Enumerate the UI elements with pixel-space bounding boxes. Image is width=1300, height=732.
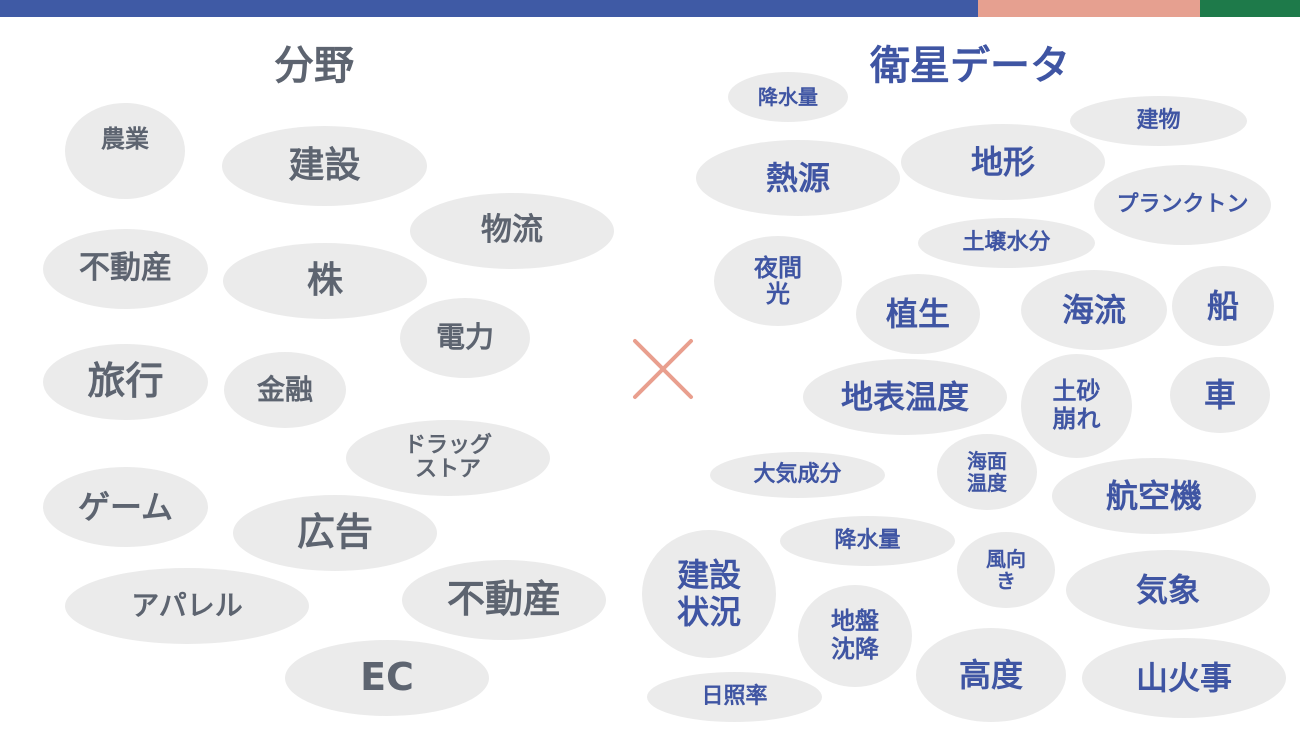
field-bubble: 株 — [223, 243, 427, 319]
field-label: 農業 — [101, 125, 149, 154]
field-label: 建設 — [288, 145, 361, 187]
field-bubble: 電力 — [400, 298, 530, 378]
satellite-data-label: 建設状況 — [676, 556, 741, 631]
field-bubble: 農業 — [65, 103, 185, 199]
field-label: ゲーム — [77, 487, 174, 526]
field-label: 物流 — [481, 212, 543, 249]
satellite-data-bubble: 高度 — [916, 628, 1066, 722]
field-label: アパレル — [131, 588, 243, 622]
satellite-data-bubble: 海面温度 — [937, 434, 1037, 510]
field-label: 株 — [306, 260, 343, 302]
satellite-data-label: 地盤沈降 — [831, 607, 879, 663]
satellite-data-label: 降水量 — [834, 528, 901, 554]
field-label: 金融 — [256, 372, 313, 406]
satellite-data-label: 海流 — [1061, 290, 1126, 329]
satellite-data-bubble: 車 — [1170, 357, 1270, 433]
top-bar-blue — [0, 0, 978, 17]
satellite-data-bubble: 海流 — [1021, 270, 1167, 350]
field-bubble: ドラッグストア — [346, 420, 550, 496]
satellite-data-label: 土壌水分 — [962, 230, 1051, 256]
right-title: 衛星データ — [870, 43, 1070, 89]
satellite-data-bubble: 建物 — [1070, 96, 1247, 146]
satellite-data-bubble: 地表温度 — [803, 359, 1007, 435]
satellite-data-label: 地形 — [970, 142, 1035, 181]
field-label: 不動産 — [446, 577, 561, 622]
satellite-data-label: 山火事 — [1135, 658, 1232, 697]
satellite-data-label: 車 — [1203, 375, 1236, 414]
satellite-data-label: 海面温度 — [967, 449, 1007, 495]
satellite-data-label: 土砂崩れ — [1052, 377, 1101, 433]
satellite-data-bubble: 山火事 — [1082, 638, 1286, 718]
satellite-data-label: 大気成分 — [753, 462, 842, 488]
satellite-data-bubble: 植生 — [856, 274, 980, 354]
satellite-data-bubble: 航空機 — [1052, 458, 1256, 534]
satellite-data-label: 高度 — [958, 655, 1023, 694]
field-label: 旅行 — [87, 359, 164, 404]
field-label: 電力 — [435, 320, 494, 355]
satellite-data-label: 気象 — [1135, 570, 1200, 609]
field-bubble: EC — [285, 640, 489, 716]
satellite-data-label: 風向き — [986, 547, 1026, 593]
field-bubble: 建設 — [222, 126, 427, 206]
satellite-data-bubble: 降水量 — [728, 72, 848, 122]
satellite-data-label: プランクトン — [1116, 192, 1249, 218]
satellite-data-bubble: 風向き — [957, 532, 1055, 608]
top-bar-green — [1200, 0, 1300, 17]
field-bubble: 不動産 — [402, 560, 606, 640]
satellite-data-label: 船 — [1206, 286, 1239, 325]
satellite-data-label: 日照率 — [701, 684, 768, 710]
satellite-data-label: 航空機 — [1105, 476, 1202, 515]
field-label: 広告 — [296, 510, 373, 555]
field-bubble: 旅行 — [43, 344, 208, 420]
satellite-data-bubble: 降水量 — [780, 516, 955, 566]
satellite-data-bubble: 地盤沈降 — [798, 585, 912, 687]
field-bubble: 物流 — [410, 193, 614, 269]
field-label: ドラッグストア — [403, 432, 492, 482]
field-label: EC — [360, 655, 414, 700]
satellite-data-bubble: 大気成分 — [710, 452, 885, 498]
satellite-data-bubble: 夜間光 — [714, 236, 842, 326]
satellite-data-bubble: 建設状況 — [642, 530, 776, 658]
satellite-data-bubble: 地形 — [901, 124, 1105, 200]
satellite-data-label: 建物 — [1136, 108, 1181, 134]
satellite-data-bubble: プランクトン — [1094, 165, 1271, 245]
field-label: 不動産 — [79, 250, 172, 287]
satellite-data-label: 夜間光 — [754, 253, 802, 308]
field-bubble: 金融 — [224, 352, 346, 428]
field-bubble: ゲーム — [43, 467, 208, 547]
satellite-data-label: 降水量 — [758, 84, 818, 109]
satellite-data-label: 植生 — [885, 294, 950, 333]
satellite-data-bubble: 土砂崩れ — [1021, 354, 1132, 458]
satellite-data-bubble: 熱源 — [696, 140, 900, 216]
left-title: 分野 — [274, 43, 354, 89]
satellite-data-bubble: 船 — [1172, 266, 1274, 346]
multiply-icon — [633, 339, 693, 399]
field-bubble: 不動産 — [43, 229, 208, 309]
satellite-data-bubble: 土壌水分 — [918, 218, 1095, 268]
satellite-data-label: 熱源 — [765, 158, 830, 197]
field-bubble: アパレル — [65, 568, 309, 644]
field-bubble: 広告 — [233, 495, 437, 571]
satellite-data-bubble: 気象 — [1066, 550, 1270, 630]
satellite-data-label: 地表温度 — [840, 377, 969, 416]
satellite-data-bubble: 日照率 — [647, 672, 822, 722]
top-bar-pink — [978, 0, 1200, 17]
